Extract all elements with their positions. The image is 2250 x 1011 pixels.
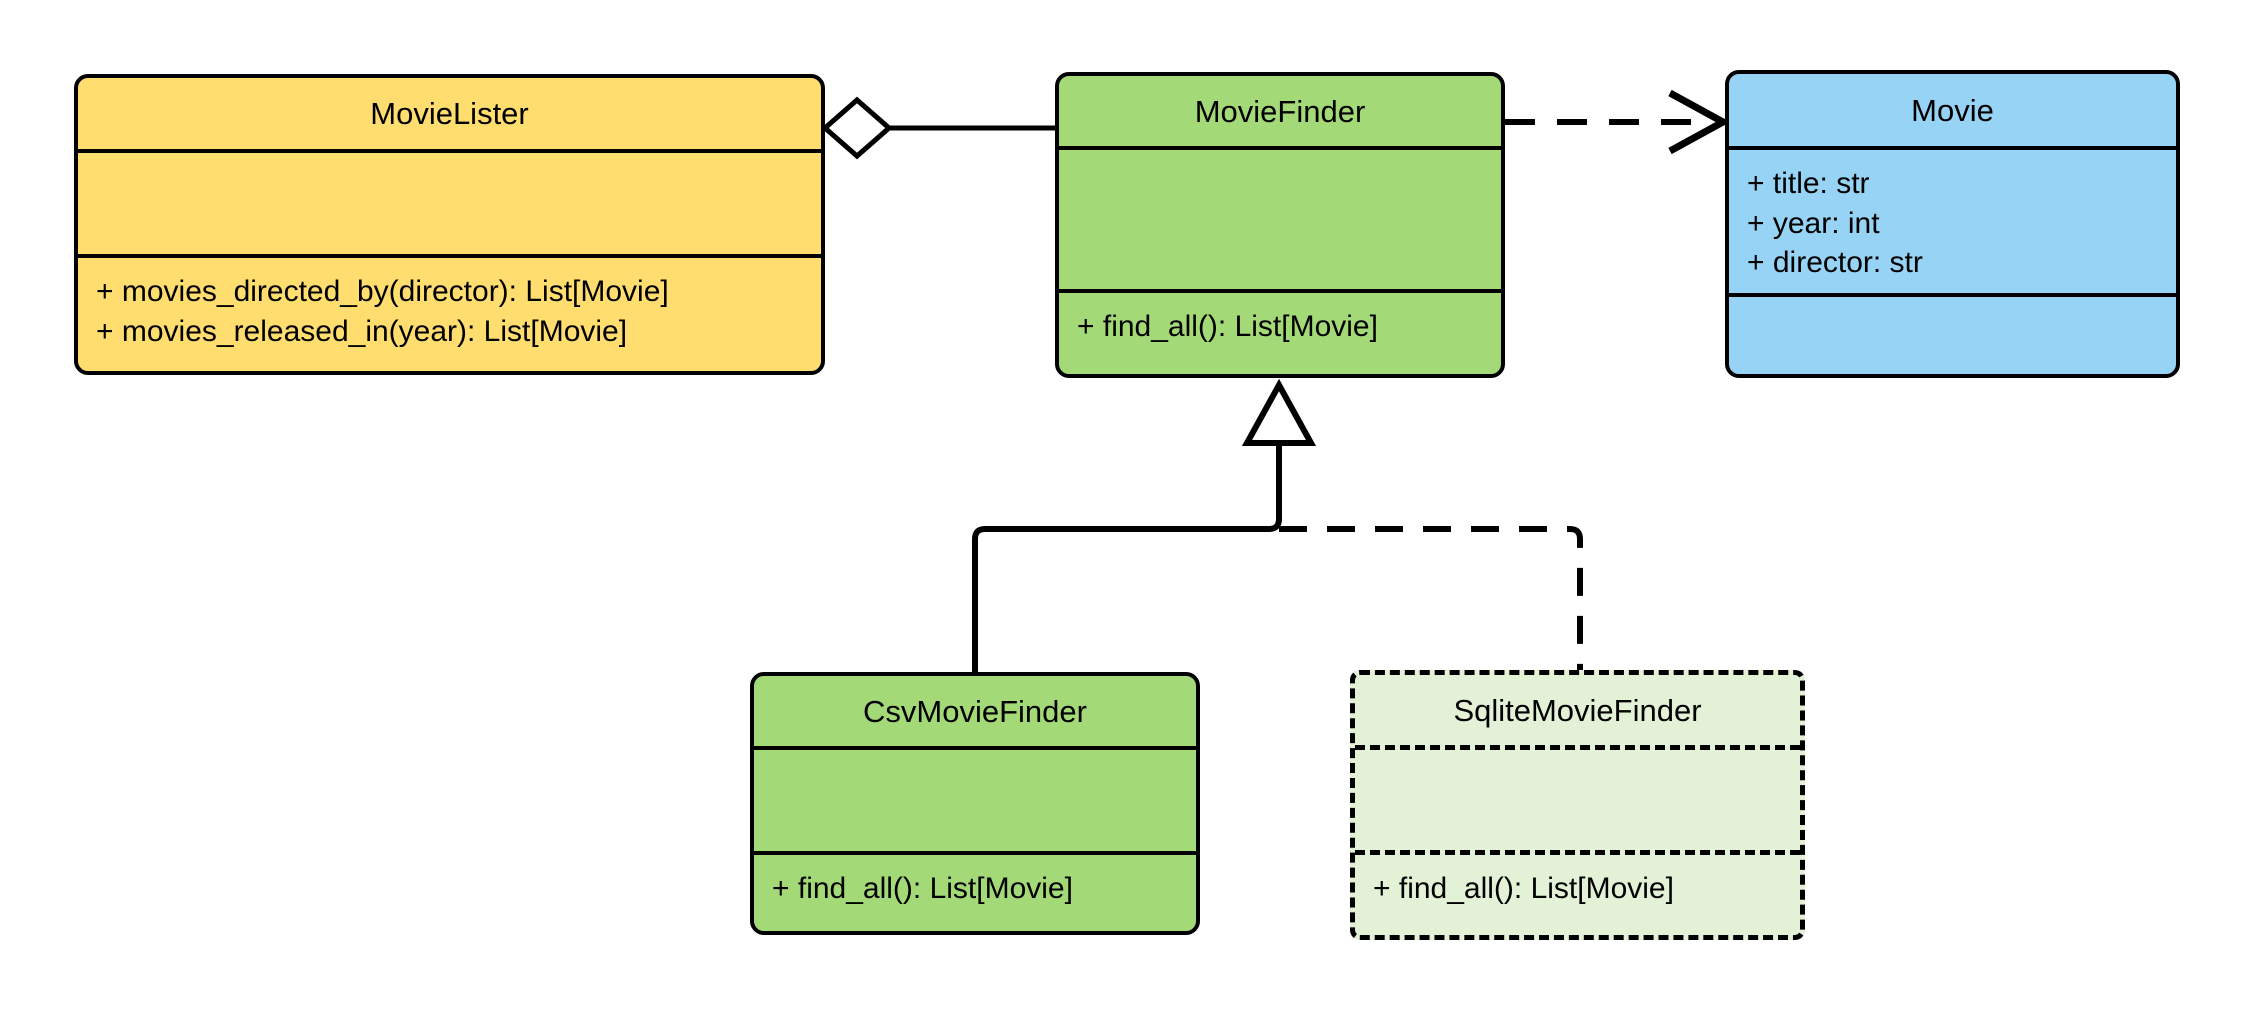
class-method: + find_all(): List[Movie] [1373, 872, 1674, 905]
class-name-compartment: MovieLister [78, 78, 821, 149]
csv-generalization-line [972, 443, 1282, 672]
class-box-movie-finder[interactable]: MovieFinder + find_all(): List[Movie] [1055, 72, 1505, 378]
class-methods-compartment: + find_all(): List[Movie] [754, 851, 1196, 931]
class-attribute: + director: str [1747, 246, 1923, 280]
hollow-diamond-marker [821, 96, 893, 160]
dependency-edge-finder-movie [1505, 89, 1731, 155]
class-name-compartment: Movie [1729, 74, 2176, 146]
class-methods-compartment: + find_all(): List[Movie] [1355, 850, 1800, 935]
class-methods-compartment: + find_all(): List[Movie] [1059, 289, 1501, 374]
class-box-movie[interactable]: Movie + title: str + year: int + directo… [1725, 70, 2180, 378]
class-title-sqlite-movie-finder: SqliteMovieFinder [1453, 692, 1702, 728]
hollow-triangle-marker [1241, 378, 1317, 446]
class-attributes-compartment: + title: str + year: int + director: str [1729, 146, 2176, 293]
class-attributes-compartment [1355, 745, 1800, 850]
class-attributes-compartment [1059, 146, 1501, 289]
generalization-edge-sqlite [1279, 526, 1583, 670]
class-box-sqlite-movie-finder[interactable]: SqliteMovieFinder + find_all(): List[Mov… [1350, 670, 1805, 940]
class-attribute: + year: int [1747, 206, 1880, 240]
class-methods-compartment [1729, 293, 2176, 374]
class-title-movie-finder: MovieFinder [1194, 93, 1366, 129]
class-attribute: + title: str [1747, 167, 1870, 200]
class-method: + find_all(): List[Movie] [1077, 310, 1378, 343]
class-title-movie-lister: MovieLister [370, 96, 529, 131]
class-method: + movies_directed_by(director): List[Mov… [96, 275, 669, 308]
class-name-compartment: SqliteMovieFinder [1355, 675, 1800, 745]
class-attributes-compartment [78, 149, 821, 254]
class-box-csv-movie-finder[interactable]: CsvMovieFinder + find_all(): List[Movie] [750, 672, 1200, 935]
open-arrow-marker [1668, 89, 1731, 155]
class-box-movie-lister[interactable]: MovieLister + movies_directed_by(directo… [74, 74, 825, 375]
class-title-csv-movie-finder: CsvMovieFinder [863, 693, 1087, 729]
sqlite-realization-line [1279, 526, 1583, 670]
generalization-edge-csv [972, 378, 1317, 672]
class-name-compartment: CsvMovieFinder [754, 676, 1196, 746]
class-methods-compartment: + movies_directed_by(director): List[Mov… [78, 254, 821, 371]
aggregation-edge-lister-finder [821, 96, 1055, 160]
class-title-movie: Movie [1911, 92, 1994, 128]
class-method: + movies_released_in(year): List[Movie] [96, 314, 628, 348]
class-method: + find_all(): List[Movie] [772, 872, 1073, 905]
class-name-compartment: MovieFinder [1059, 76, 1501, 146]
class-attributes-compartment [754, 746, 1196, 851]
